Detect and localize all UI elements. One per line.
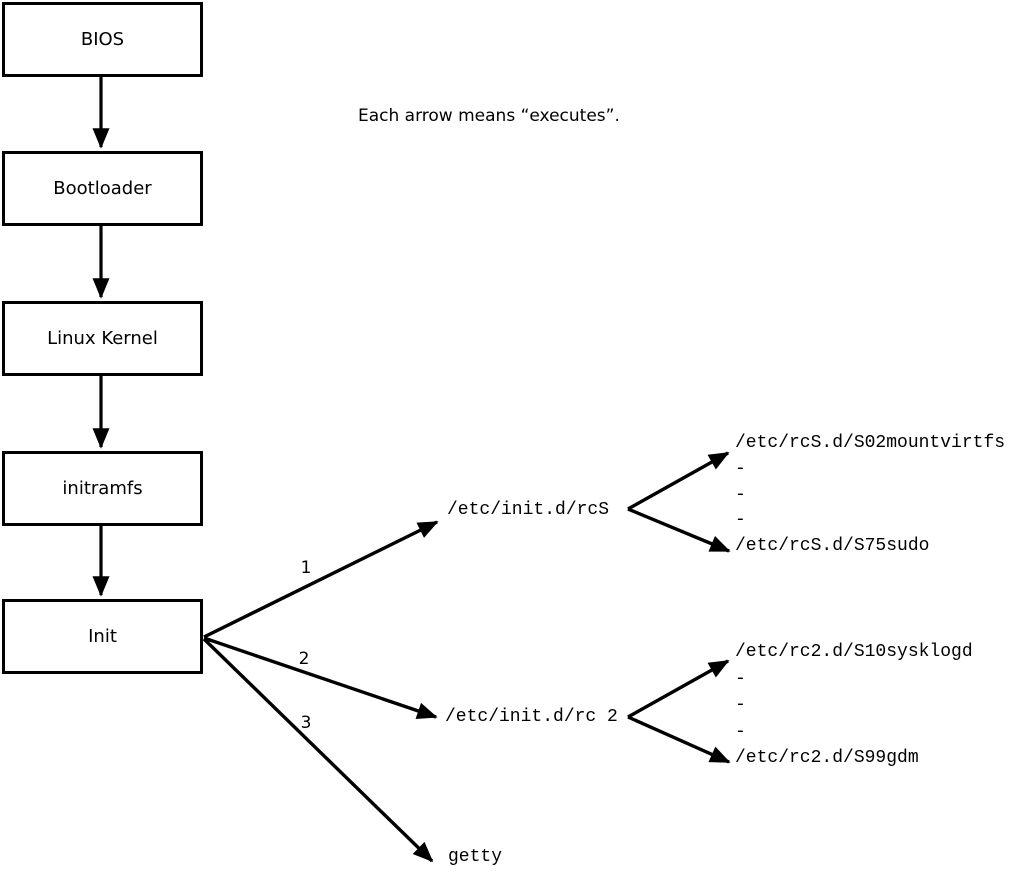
label-getty: getty [448, 847, 503, 867]
rcS-child-dash: - [735, 458, 746, 479]
rcS-child-dash: - [735, 510, 746, 531]
arrow-rc2-to-S99gdm [627, 715, 731, 764]
arrow-init-to-rcS [203, 520, 439, 639]
rc2-child-s99gdm: /etc/rc2.d/S99gdm [735, 748, 919, 768]
rcS-child-dash: - [735, 484, 746, 505]
label-rcS: /etc/init.d/rcS [447, 500, 610, 520]
edge-number-3: 3 [300, 713, 312, 733]
rc2-children: /etc/rc2.d/S10sysklogd - - - /etc/rc2.d/… [735, 639, 973, 772]
box-bios: BIOS [2, 2, 203, 77]
arrow-rc2-to-S10sysklogd [627, 659, 730, 719]
box-initramfs-label: initramfs [62, 478, 143, 499]
box-init: Init [2, 599, 203, 674]
rcS-child-s02mountvirtfs: /etc/rcS.d/S02mountvirtfs [735, 433, 1006, 453]
label-rc2: /etc/init.d/rc 2 [445, 707, 618, 727]
rc2-child-dash: - [735, 668, 746, 689]
edge-number-2: 2 [298, 649, 310, 669]
box-linux-kernel-label: Linux Kernel [47, 328, 158, 349]
box-init-label: Init [88, 626, 117, 647]
rc2-child-s10sysklogd: /etc/rc2.d/S10sysklogd [735, 642, 973, 662]
box-bootloader-label: Bootloader [53, 178, 152, 199]
rc2-child-dash: - [735, 695, 746, 715]
box-linux-kernel: Linux Kernel [2, 301, 203, 376]
box-initramfs: initramfs [2, 451, 203, 526]
arrow-rcS-to-S75sudo [627, 507, 731, 553]
note-executes: Each arrow means “executes”. [358, 106, 620, 126]
arrow-init-to-getty [202, 637, 434, 863]
rcS-child-s75sudo: /etc/rcS.d/S75sudo [735, 536, 930, 557]
rc2-child-dash: - [735, 721, 746, 742]
arrow-rcS-to-S02mountvirtfs [627, 451, 730, 511]
rcS-children: /etc/rcS.d/S02mountvirtfs - - - /etc/rcS… [735, 431, 1005, 560]
arrow-init-to-rc2 [203, 636, 438, 720]
edge-number-1: 1 [300, 558, 312, 578]
box-bios-label: BIOS [80, 29, 125, 50]
box-bootloader: Bootloader [2, 151, 203, 226]
